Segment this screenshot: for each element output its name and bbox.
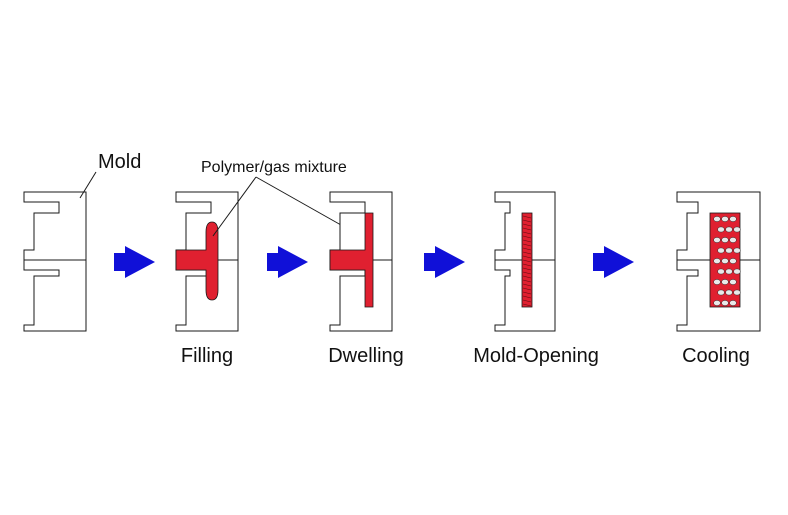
cell-mark — [522, 259, 532, 263]
foam-bubble — [733, 247, 741, 254]
mold-leader-line — [79, 171, 97, 199]
stage-dwelling — [329, 191, 393, 332]
foam-bubble — [717, 268, 725, 275]
cell-mark — [522, 299, 532, 303]
mixture-label: Polymer/gas mixture — [201, 159, 347, 176]
foam-bubble — [713, 279, 721, 285]
polymer-cell-texture — [522, 215, 532, 307]
cell-mark — [522, 287, 532, 291]
polymer-melt-front — [175, 221, 219, 301]
foam-bubble — [729, 258, 737, 264]
mold-lower-half — [329, 259, 393, 332]
stage-cooling — [676, 191, 761, 332]
step-label-dwelling: Dwelling — [328, 345, 404, 367]
foam-bubble — [721, 237, 729, 243]
cell-mark — [522, 219, 532, 223]
foam-bubble — [725, 247, 733, 254]
mixture-annotation: Polymer/gas mixture — [201, 159, 365, 239]
foam-bubble — [713, 216, 721, 222]
foam-bubbles — [713, 216, 741, 306]
stage-mold-opening — [494, 191, 556, 332]
foam-bubble — [733, 226, 741, 233]
cell-mark — [522, 279, 532, 283]
foam-bubble — [713, 258, 721, 264]
foam-bubble — [713, 237, 721, 243]
foam-bubble — [717, 226, 725, 233]
stage-empty-mold: Mold — [23, 151, 141, 332]
process-arrow-4 — [593, 246, 634, 278]
foam-bubble — [713, 300, 721, 306]
cell-mark — [522, 283, 532, 287]
mold-lower-half — [23, 259, 87, 332]
cell-mark — [522, 255, 532, 259]
foam-bubble — [725, 268, 733, 275]
cell-mark — [522, 223, 532, 227]
foam-bubble — [721, 216, 729, 222]
cell-mark — [522, 263, 532, 267]
step-label-filling: Filling — [181, 345, 233, 367]
mixture-leader-filling — [212, 176, 257, 237]
cell-mark — [522, 271, 532, 275]
foam-bubble — [717, 289, 725, 296]
process-arrow-1 — [114, 246, 155, 278]
step-label-mold-opening: Mold-Opening — [473, 345, 599, 367]
cell-mark — [522, 215, 532, 219]
stage-filling — [175, 191, 239, 332]
mold-upper-half — [23, 191, 87, 261]
cell-mark — [522, 275, 532, 279]
foam-bubble — [721, 258, 729, 264]
cell-mark — [522, 295, 532, 299]
step-label-cooling: Cooling — [682, 345, 750, 367]
mold-label: Mold — [98, 151, 141, 173]
foam-bubble — [729, 279, 737, 285]
foam-bubble — [729, 216, 737, 222]
foam-bubble — [721, 300, 729, 306]
foam-bubble — [733, 268, 741, 275]
cell-mark — [522, 303, 532, 307]
foam-bubble — [721, 279, 729, 285]
cell-mark — [522, 239, 532, 243]
foam-bubble — [725, 226, 733, 233]
cell-mark — [522, 251, 532, 255]
cell-mark — [522, 291, 532, 295]
polymer-sheet-expanding — [521, 212, 533, 308]
process-arrow-3 — [424, 246, 465, 278]
foam-bubble — [729, 237, 737, 243]
cell-mark — [522, 227, 532, 231]
foam-bubble — [729, 300, 737, 306]
cell-mark — [522, 235, 532, 239]
cell-mark — [522, 247, 532, 251]
cell-mark — [522, 267, 532, 271]
cell-mark — [522, 231, 532, 235]
foam-bubble — [717, 247, 725, 254]
foam-bubble — [733, 289, 741, 296]
foam-bubble — [725, 289, 733, 296]
polymer-filled-cavity — [329, 212, 374, 308]
process-arrow-2 — [267, 246, 308, 278]
cell-mark — [522, 243, 532, 247]
